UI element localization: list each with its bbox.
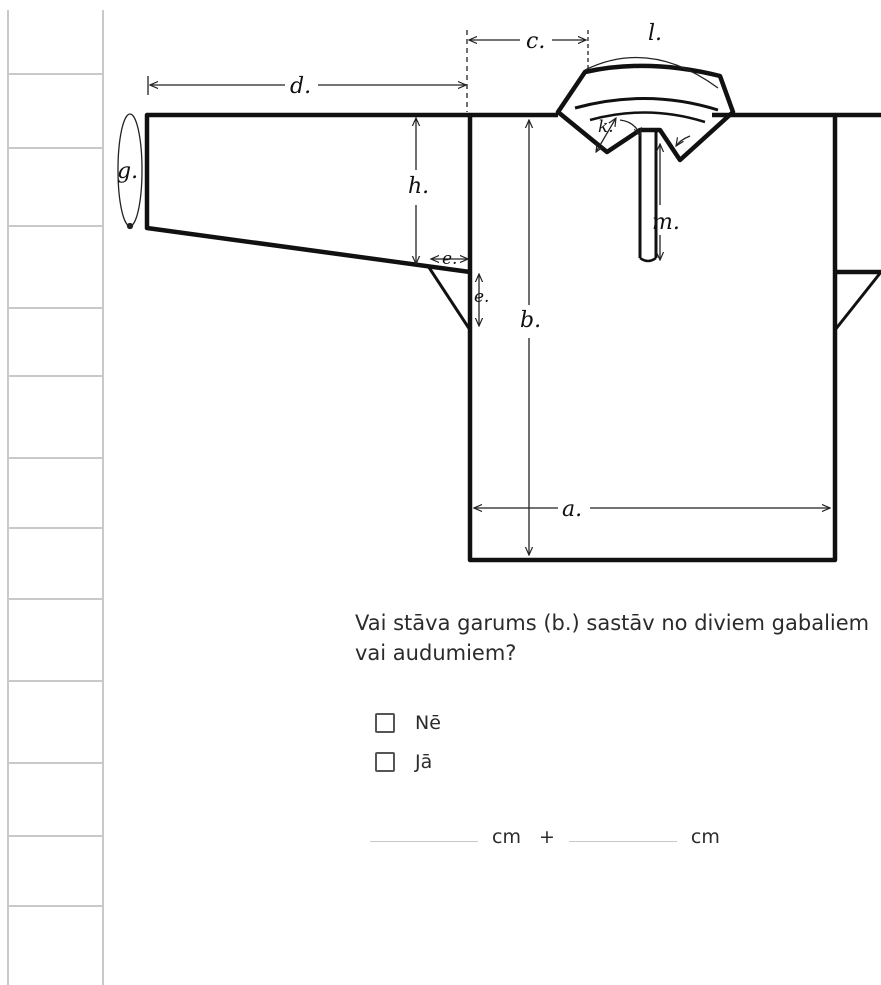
plus-sign: + — [538, 826, 555, 848]
label-e-vertical: e. — [474, 287, 489, 307]
margin-row-divider — [9, 225, 102, 227]
label-a: a. — [562, 497, 582, 522]
option-yes-label: Jā — [415, 751, 433, 773]
label-b: b. — [520, 308, 541, 333]
checkbox-yes[interactable] — [375, 752, 395, 772]
measurement-row: cm + cm — [370, 818, 732, 848]
margin-row-divider — [9, 762, 102, 764]
body-outline — [467, 112, 881, 563]
option-yes[interactable]: Jā — [375, 750, 432, 774]
label-d: d. — [290, 74, 311, 99]
question-text: Vai stāva garums (b.) sastāv no diviem g… — [355, 611, 870, 665]
collar-outline — [555, 63, 736, 263]
margin-row-divider — [9, 147, 102, 149]
label-e-horizontal: e. — [442, 249, 457, 269]
label-h: h. — [408, 174, 429, 199]
label-l: l. — [648, 21, 662, 46]
measurement-blank-2[interactable] — [568, 840, 677, 842]
checkbox-no[interactable] — [375, 713, 395, 733]
margin-row-divider — [9, 835, 102, 837]
margin-row-divider — [9, 457, 102, 459]
label-g: g. — [117, 159, 138, 184]
unit-label-2: cm — [690, 826, 720, 848]
label-c: c. — [526, 29, 545, 54]
margin-row-divider — [9, 598, 102, 600]
margin-row-divider — [9, 905, 102, 907]
gusset-shape — [424, 264, 472, 336]
label-k: k. — [598, 117, 614, 137]
margin-row-divider — [9, 527, 102, 529]
margin-row-divider — [9, 680, 102, 682]
margin-row-divider — [9, 375, 102, 377]
margin-row-divider — [9, 307, 102, 309]
unit-label-1: cm — [492, 826, 521, 848]
margin-column — [7, 10, 104, 985]
label-m: m. — [652, 210, 680, 235]
option-no[interactable]: Nē — [375, 711, 441, 735]
shirt-measurement-diagram: d. c. l. g. h. e. e. b. a. m. k. — [117, 21, 881, 563]
sleeve-outline — [144, 112, 471, 275]
margin-row-divider — [9, 73, 102, 75]
dimension-lines — [117, 30, 830, 555]
measurement-blank-1[interactable] — [370, 840, 478, 842]
option-no-label: Nē — [415, 712, 441, 734]
